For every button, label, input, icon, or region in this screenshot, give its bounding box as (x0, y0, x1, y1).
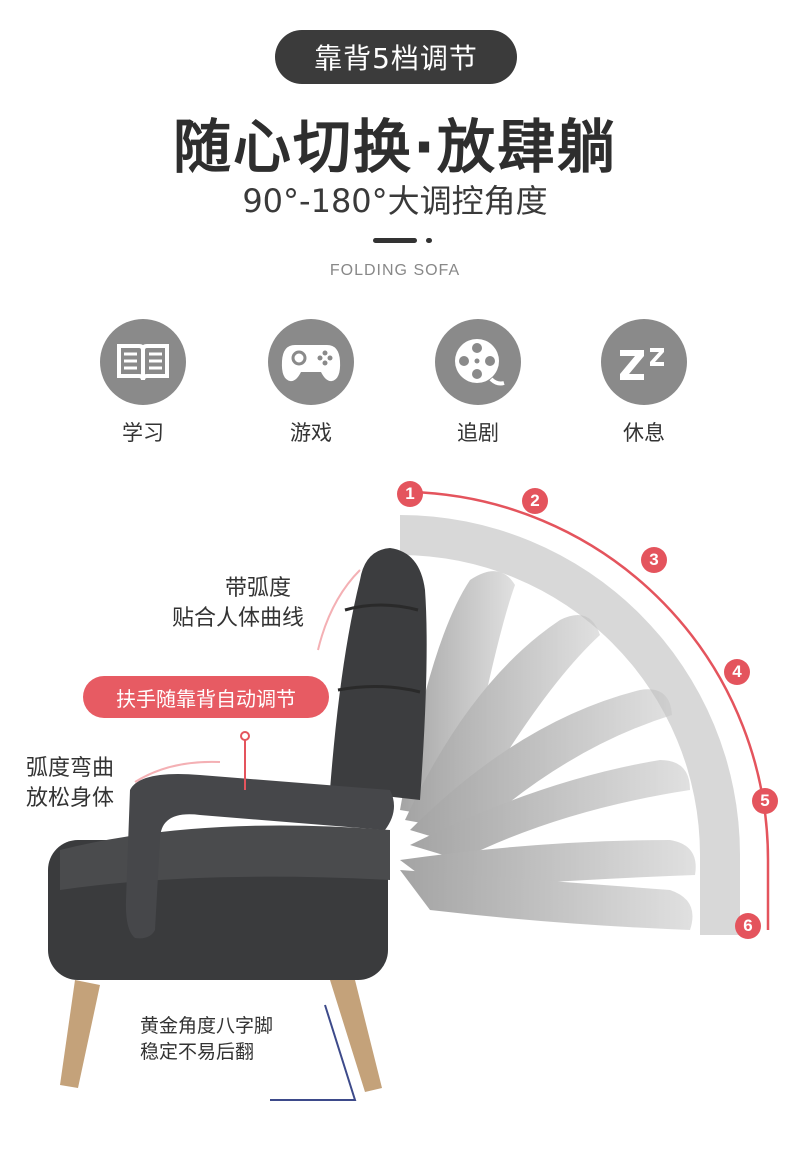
headrest-note: 带弧度 贴合人体曲线 (172, 574, 318, 633)
chair-illustration (48, 490, 770, 1101)
divider-dash (373, 238, 417, 243)
ghost-backrests (400, 571, 696, 930)
backrest-note-line1: 弧度弯曲 (26, 756, 115, 781)
gamepad-icon (268, 319, 354, 405)
page-subtitle: 90°-180°大调控角度 (242, 182, 548, 220)
backrest-note-line2: 放松身体 (26, 785, 115, 811)
armrest-note: 扶手随靠背自动调节 (83, 676, 329, 718)
main-chair (48, 548, 427, 1092)
position-marker: 3 (641, 547, 667, 573)
position-marker: 1 (397, 481, 423, 507)
position-marker: 4 (724, 659, 750, 685)
feature-drama: 追剧 (423, 319, 533, 447)
position-marker: 2 (522, 488, 548, 514)
position-marker: 5 (752, 788, 778, 814)
feature-label: 游戏 (290, 421, 332, 445)
angle-arc-band (400, 515, 740, 935)
headrest-note-line2: 贴合人体曲线 (171, 605, 304, 631)
feature-label: 追剧 (457, 421, 499, 445)
feature-study: 学习 (88, 319, 198, 447)
film-reel-icon (435, 319, 521, 405)
feature-game: 游戏 (256, 319, 366, 447)
feature-rest: 休息 (589, 319, 699, 447)
position-marker: 6 (735, 913, 761, 939)
legs-note-line1: 黄金角度八字脚 (140, 1015, 274, 1037)
headrest-note-line1: 带弧度 (224, 576, 291, 601)
book-icon (100, 319, 186, 405)
divider-dot (426, 238, 432, 243)
sleep-zz-icon (601, 319, 687, 405)
backrest-note: 弧度弯曲 放松身体 (26, 754, 114, 813)
adjust-badge: 靠背5档调节 (275, 30, 517, 84)
english-tag: FOLDING SOFA (329, 262, 461, 279)
feature-label: 学习 (122, 421, 164, 445)
feature-label: 休息 (623, 421, 665, 445)
page-title: 随心切换·放肆躺 (172, 113, 618, 181)
legs-note-line2: 稳定不易后翻 (140, 1040, 255, 1063)
legs-note: 黄金角度八字脚 稳定不易后翻 (140, 1014, 273, 1065)
leg-angle-line (270, 1004, 357, 1101)
